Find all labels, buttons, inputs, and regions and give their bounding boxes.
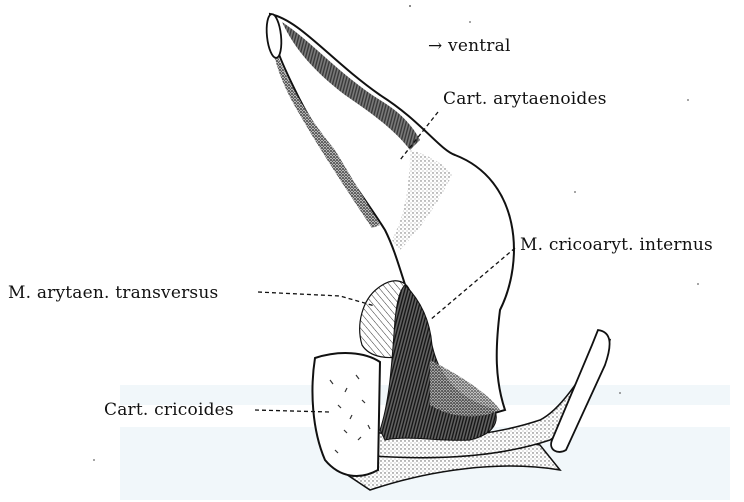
m-cricoaryt-internus-label: M. cricoaryt. internus — [520, 235, 713, 255]
cart-arytaenoides-label: Cart. arytaenoides — [443, 89, 607, 109]
leader-transversus — [258, 292, 375, 306]
m-arytaen-transversus-label: M. arytaen. transversus — [8, 283, 218, 303]
cart-cricoides-label: Cart. cricoides — [104, 400, 234, 420]
ventral-direction-label: → ventral — [428, 36, 511, 56]
arytenoid-cartilage — [265, 13, 514, 420]
